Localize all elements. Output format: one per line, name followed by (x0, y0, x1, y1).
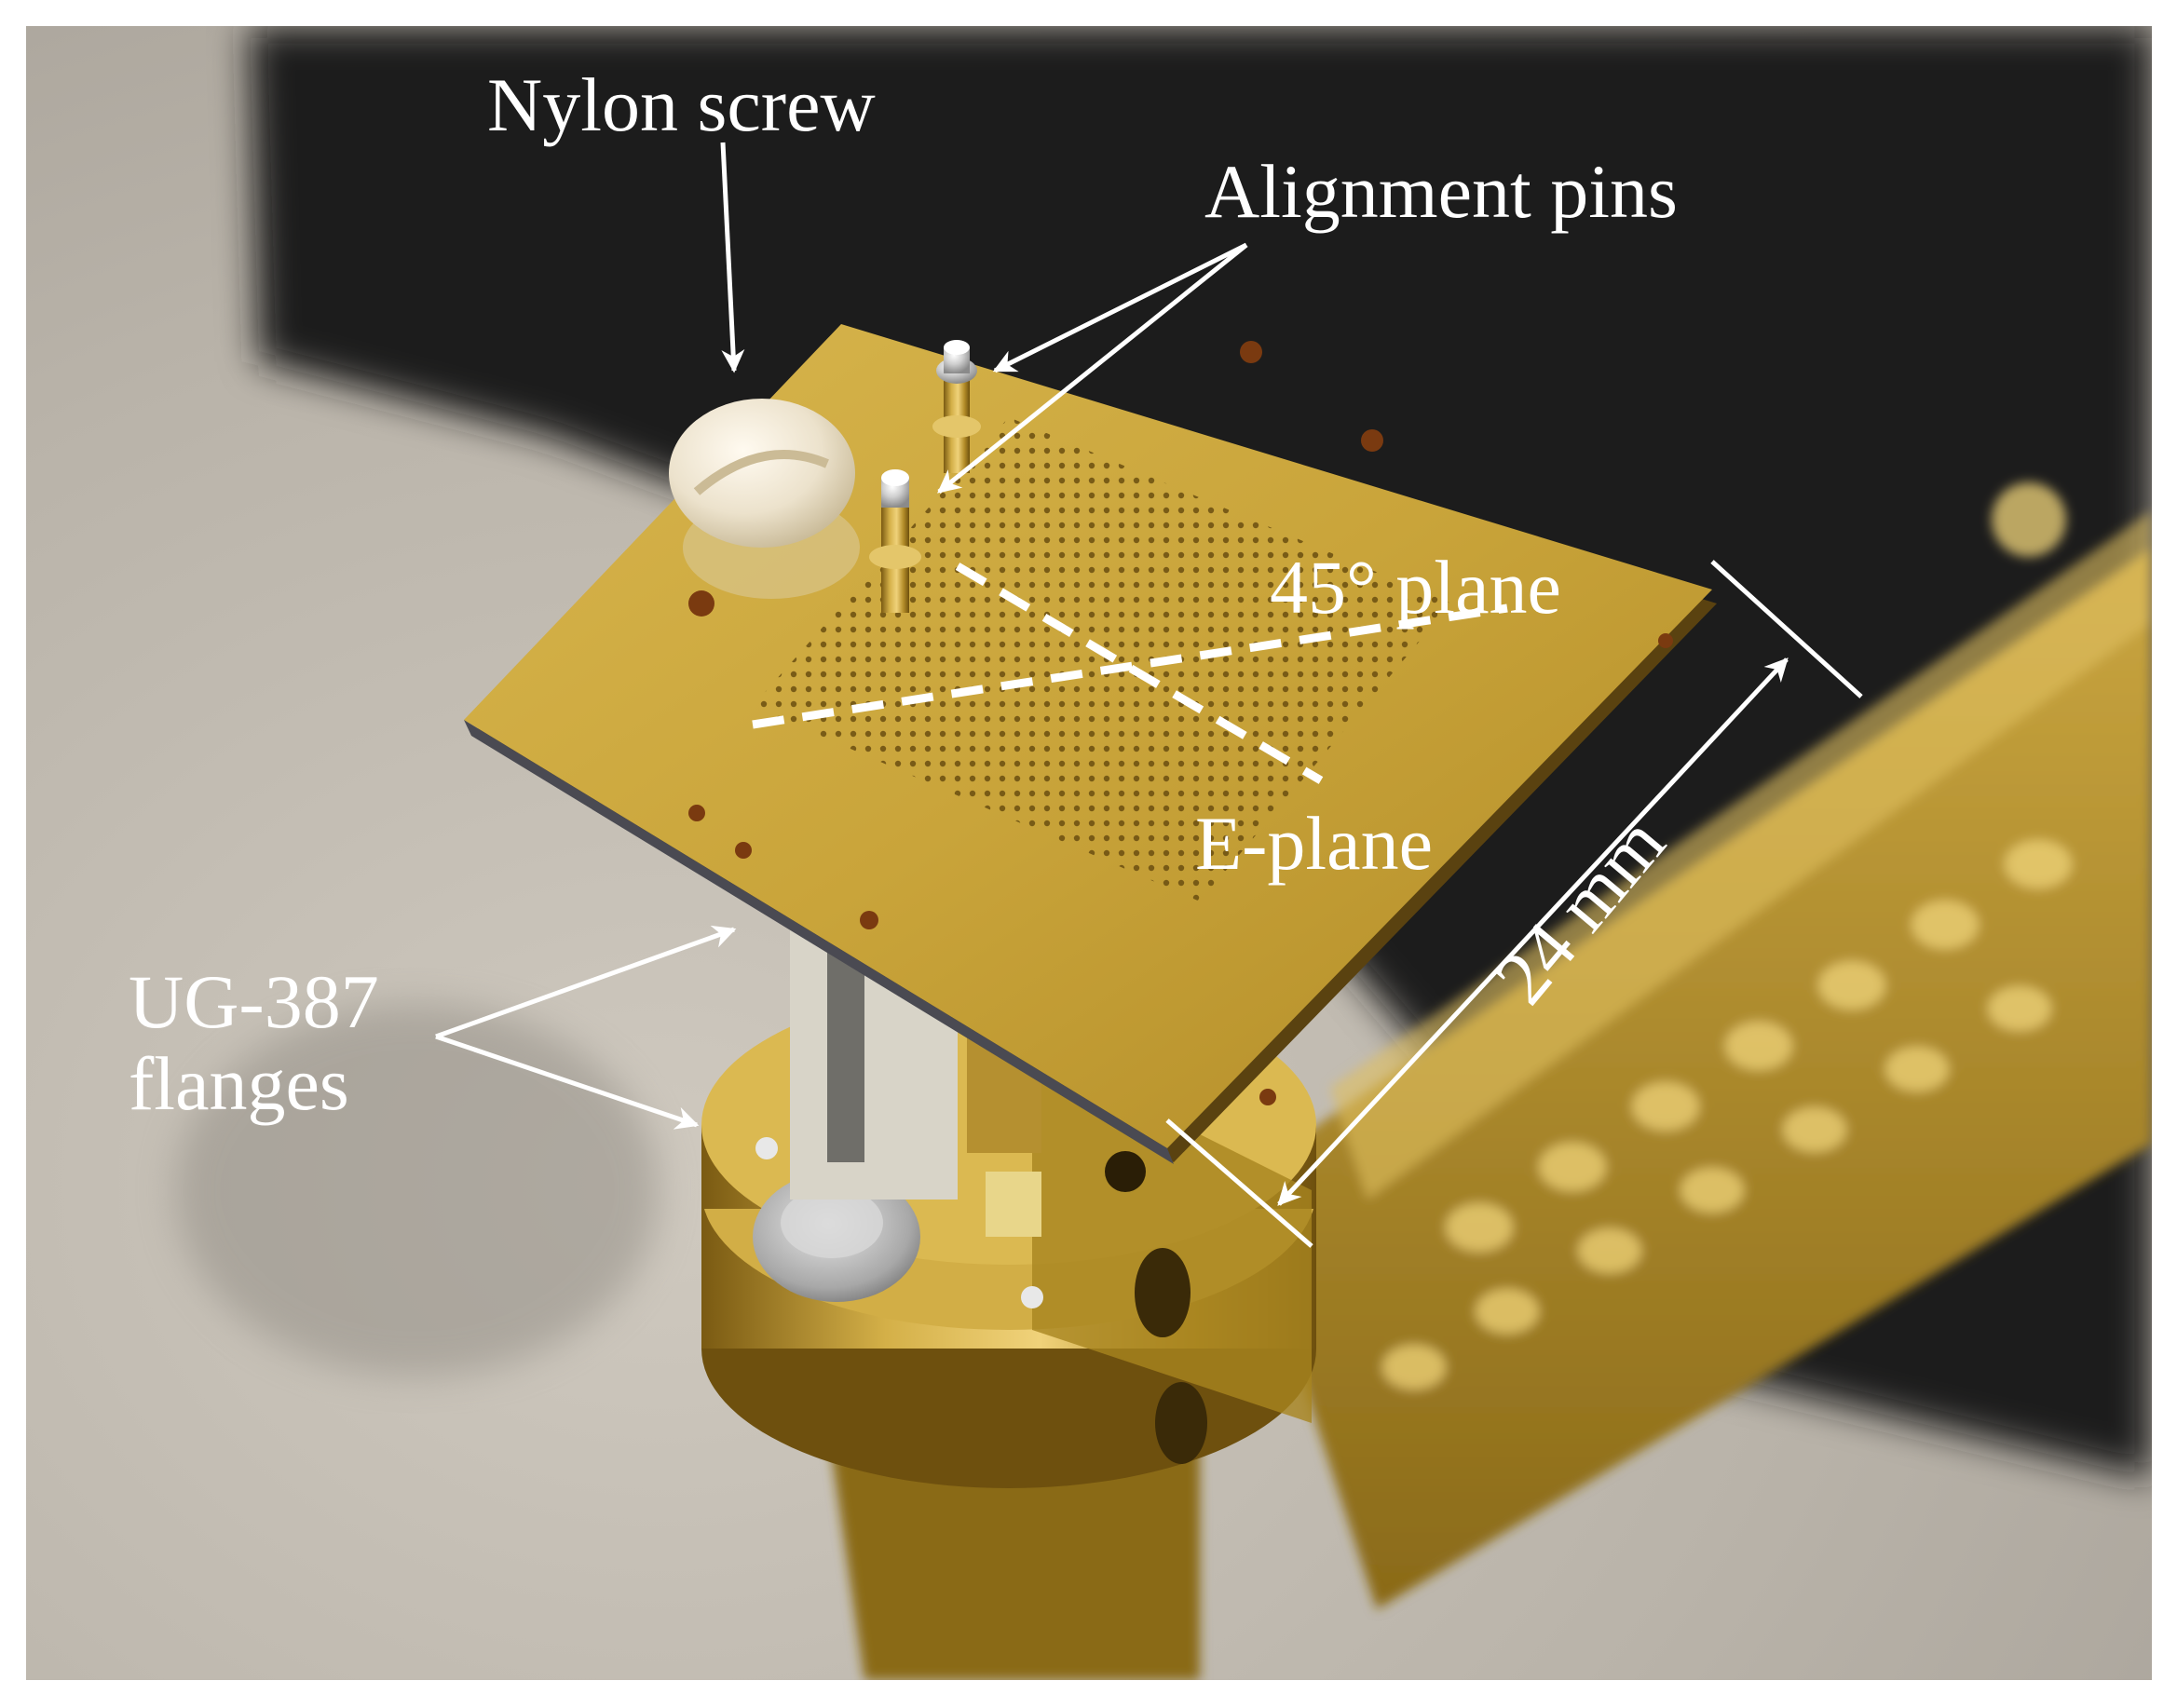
dimension-tick-bottom (1165, 1118, 1313, 1248)
background-shadow (175, 1004, 660, 1376)
dimension-arrow (1277, 657, 1789, 1206)
dimension-tick-top (1710, 560, 1863, 698)
alignment-pin-arrow-1 (992, 242, 1248, 373)
label-alignment-pins: Alignment pins (1204, 149, 1678, 234)
e-plane-line (955, 563, 1324, 784)
flange-arrow-1 (435, 925, 737, 1039)
hole-array (753, 417, 1451, 901)
alignment-pin-arrow-2 (937, 243, 1248, 494)
alignment-pins (869, 340, 981, 613)
label-45-plane: 45° plane (1270, 545, 1561, 630)
45-plane-line (752, 603, 1508, 729)
flange-arrow-2 (435, 1034, 700, 1130)
label-flange-line1: UG-387 (129, 959, 379, 1044)
label-e-plane: E-plane (1195, 801, 1433, 886)
photo-frame: Nylon screw Alignment pins 45° plane E-p… (26, 26, 2152, 1680)
photo-scene: Nylon screw Alignment pins 45° plane E-p… (26, 26, 2152, 1680)
label-nylon-screw: Nylon screw (487, 62, 876, 147)
nylon-screw-arrow (720, 142, 745, 373)
label-flange-line2: flanges (129, 1041, 349, 1126)
nylon-screw (669, 399, 860, 599)
